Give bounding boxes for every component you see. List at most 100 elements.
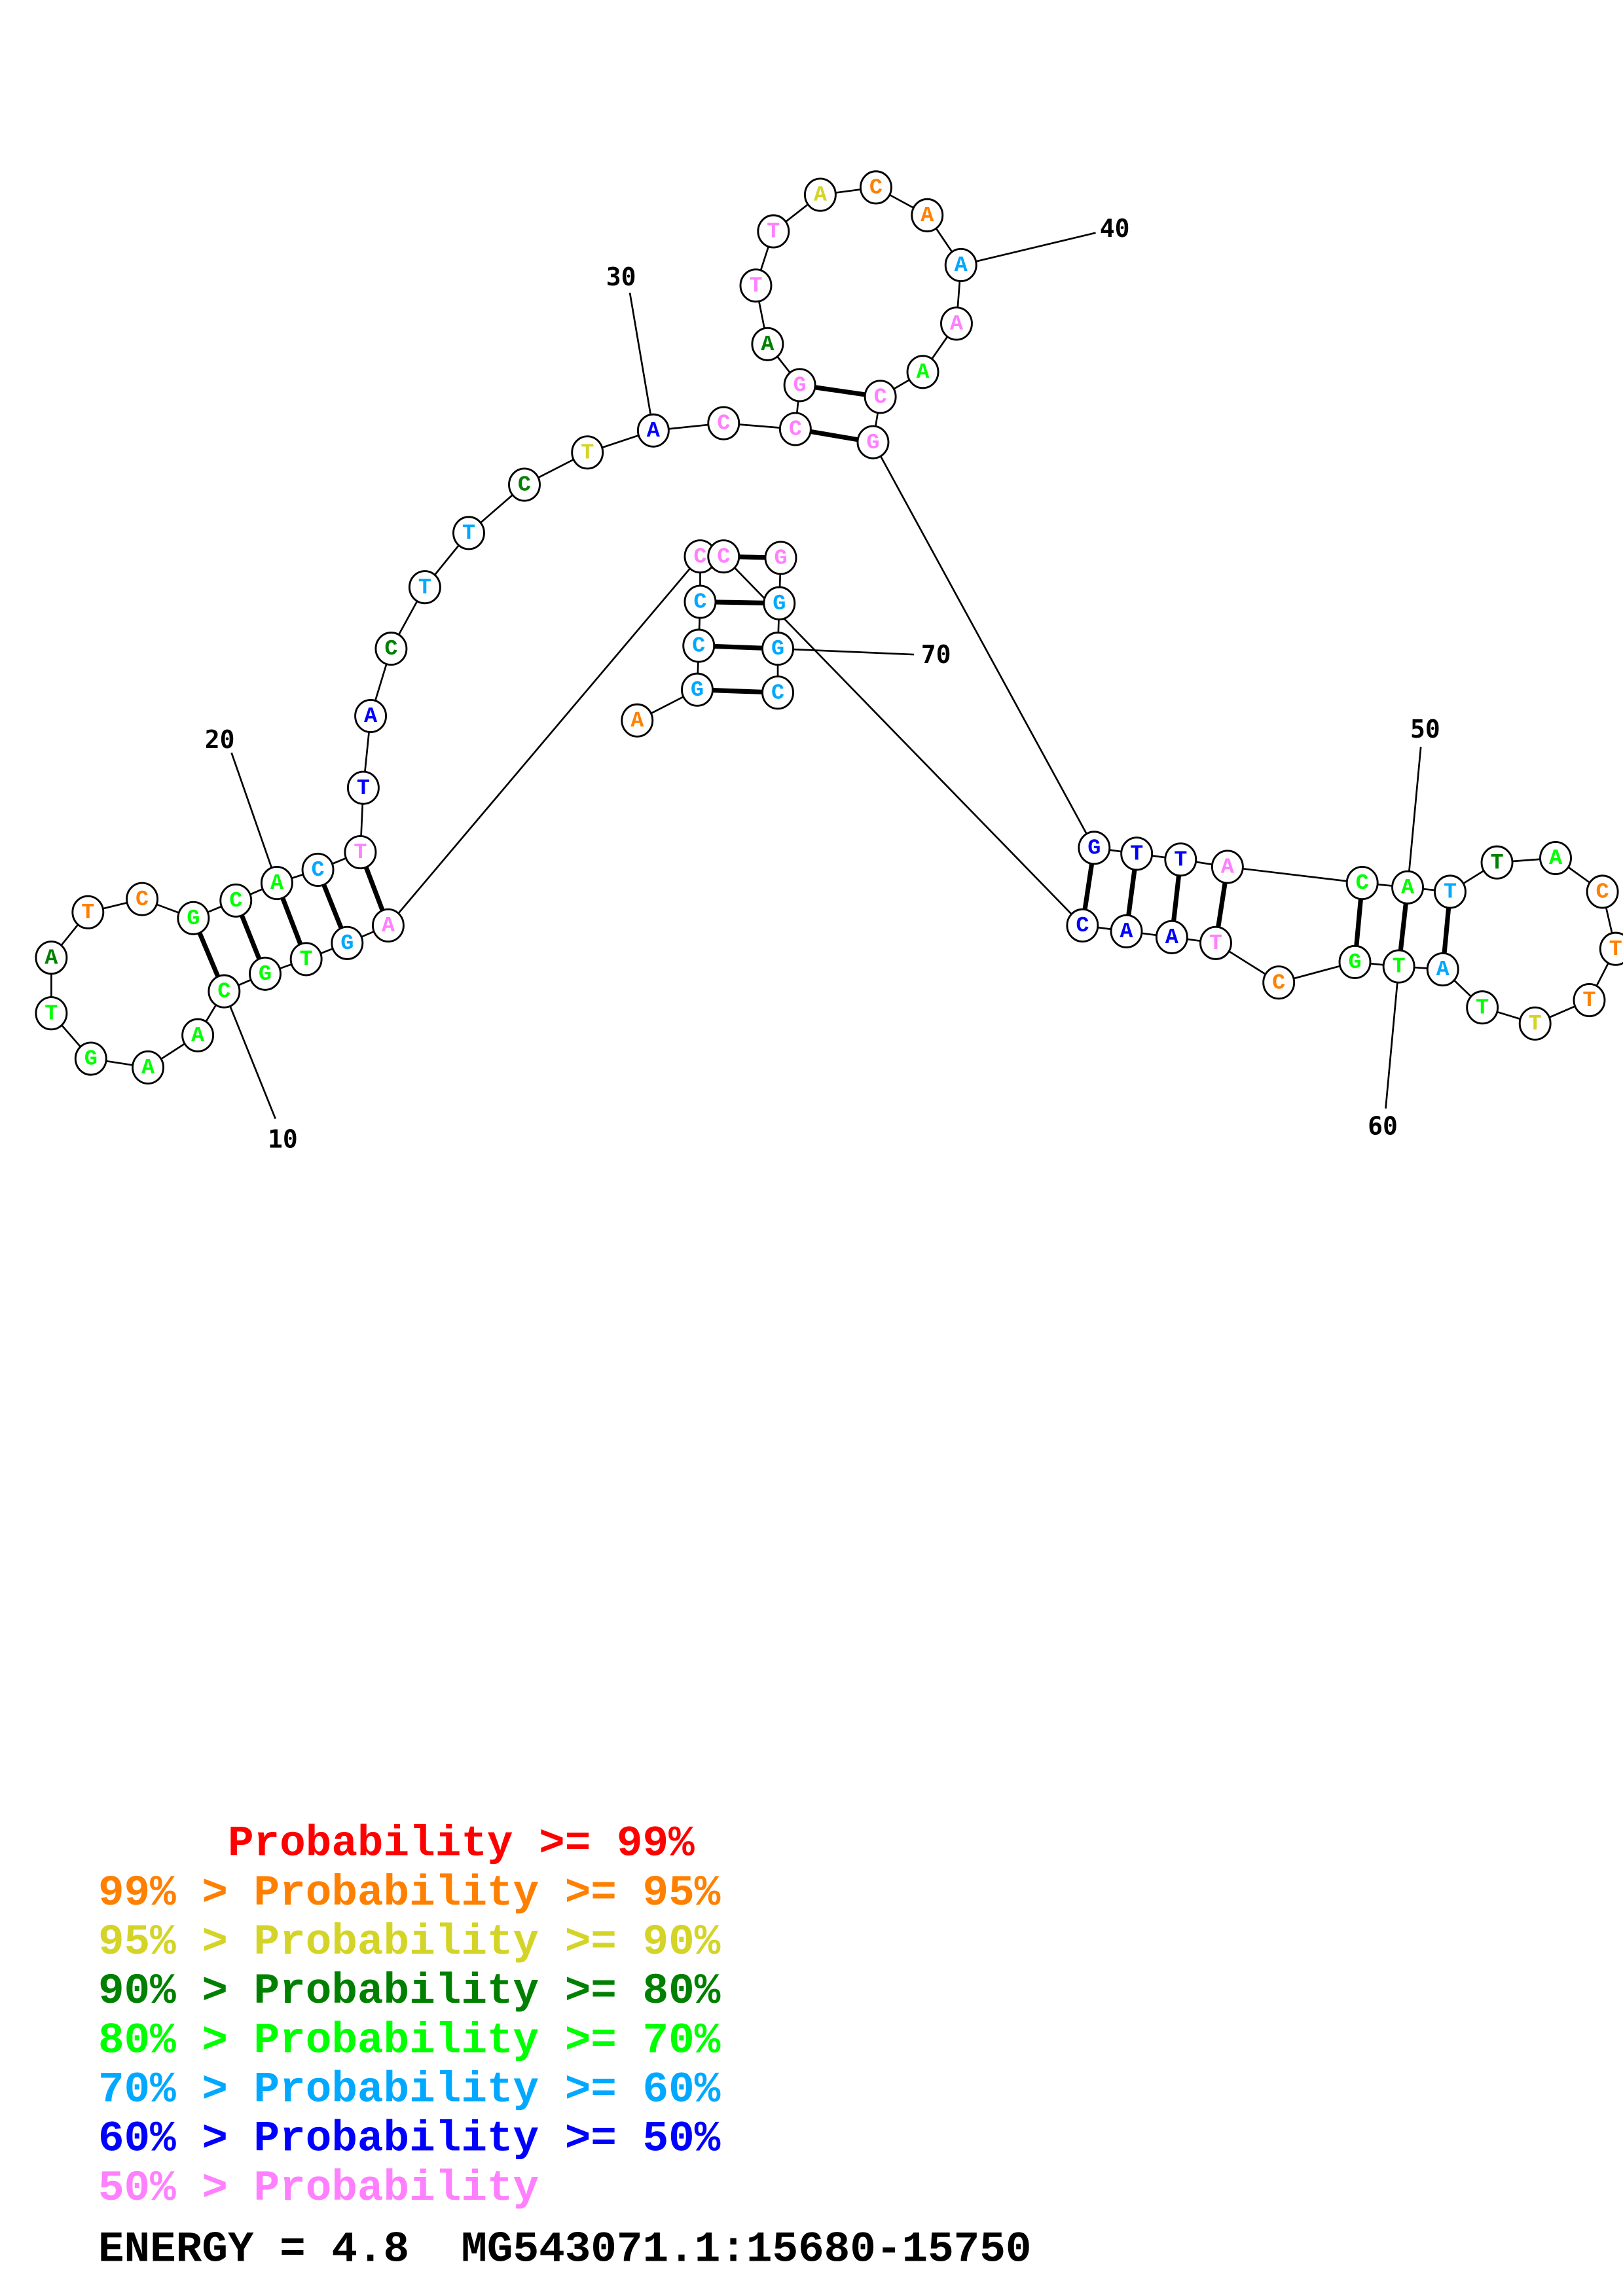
backbone-link [387,556,701,926]
nucleotide-circle [761,675,794,710]
nucleotide-circle [177,901,210,935]
nucleotide-letter: A [761,332,775,357]
nucleotide-letter: G [771,637,784,662]
nucleotide: A [636,413,670,448]
nucleotide-circle [71,895,105,929]
nucleotide: T [1164,842,1197,877]
position-label-tick [223,991,276,1119]
nucleotide: C [301,852,335,887]
position-label: 70 [921,640,951,669]
nucleotide-circle [132,1050,164,1085]
nucleotide: A [371,908,405,943]
nucleotide-circle [864,380,897,414]
nucleotide: A [1211,850,1244,884]
nucleotide-letter: A [950,312,964,337]
nucleotide-letter: C [1272,971,1285,996]
nucleotide: C [374,632,408,666]
nucleotide: T [1480,845,1514,880]
position-label-tick [960,232,1096,266]
nucleotide: C [126,882,159,916]
nucleotide: C [707,539,740,574]
nucleotide-letter: C [311,858,324,883]
nucleotide: A [1539,840,1572,876]
nucleotide-circle [636,413,670,448]
nucleotide-letter: T [81,901,94,925]
legend-entry: 95% > Probability >= 90% [98,1918,721,1967]
nucleotide-letter: A [955,253,968,278]
nucleotide: C [707,406,740,440]
nucleotide-letter: G [691,678,704,703]
nucleotide: T [739,268,773,303]
nucleotide: A [621,703,654,738]
nucleotide: C [1586,874,1619,909]
nucleotide-circle [1262,965,1296,1000]
nucleotide-letter: C [136,888,149,912]
nucleotide-circle [1164,842,1197,877]
nucleotide-circle [1199,925,1232,960]
nucleotide: T [1433,874,1467,909]
nucleotide-letter: C [1076,914,1089,939]
nucleotide-letter: C [384,637,397,662]
nucleotide-letter: C [874,385,887,410]
nucleotide: A [1155,920,1188,954]
nucleotide-circle [74,1041,107,1076]
nucleotide-letter: T [357,776,370,801]
position-label: 10 [268,1125,298,1154]
nucleotide-letter: C [229,889,242,914]
nucleotide-letter: T [300,948,313,973]
nucleotide-letter: T [1490,851,1503,876]
nucleotide-letter: T [1444,880,1457,905]
nucleotide-circle [126,882,159,916]
position-label-tick [230,752,278,884]
nucleotide-circle [331,925,364,960]
nucleotide: T [289,942,323,977]
legend-entry: 90% > Probability >= 80% [98,1967,721,2016]
nucleotide-circle [859,170,892,205]
nucleotide: A [803,177,837,212]
nucleotide: A [1426,952,1459,987]
position-label: 50 [1410,715,1440,744]
nucleotide-letter: A [270,871,284,896]
position-label-tick [1385,966,1400,1109]
nucleotide-circle [761,632,794,666]
nucleotide-letter: G [1348,950,1361,975]
nucleotide: T [1120,836,1154,871]
nucleotide-letter: G [1087,836,1101,861]
nucleotide-letter: A [1436,958,1450,982]
nucleotide: G [1078,831,1111,865]
nucleotide-letter: G [187,906,200,931]
nucleotide-letter: T [45,1001,58,1026]
nucleotide: C [864,380,897,414]
nucleotide: T [346,770,380,805]
nucleotide: A [260,865,293,901]
nucleotide-letter: T [1529,1012,1542,1037]
nucleotide-circle [354,698,388,734]
nucleotide-circle [1426,952,1459,987]
nucleotide-letter: T [462,521,475,546]
nucleotide: C [508,467,541,502]
nucleotide-circle [940,306,973,341]
nucleotide: T [1599,931,1623,966]
probability-legend: Probability >= 99%99% > Probability >= 9… [98,1820,721,2213]
nucleotide: C [1262,965,1296,1000]
nucleotide-circle [452,516,485,550]
nucleotide-circle [508,467,541,502]
nucleotide-letter: T [1209,931,1222,956]
legend-entry: 60% > Probability >= 50% [98,2115,721,2164]
nucleotide: C [219,883,253,918]
nucleotide-circle [739,268,773,303]
nucleotide-circle [1066,908,1099,943]
nucleotide-letter: T [749,274,762,298]
nucleotide-circle [181,1018,215,1052]
nucleotide: G [1338,944,1372,979]
nucleotide-letter: T [767,220,780,245]
nucleotide: T [408,570,441,605]
nucleotide: T [571,435,604,470]
nucleotide-circle [1345,865,1379,901]
nucleotide: A [181,1018,215,1052]
nucleotide-circle [219,883,253,918]
nucleotide-circle [289,942,323,977]
nucleotide: T [71,895,105,929]
